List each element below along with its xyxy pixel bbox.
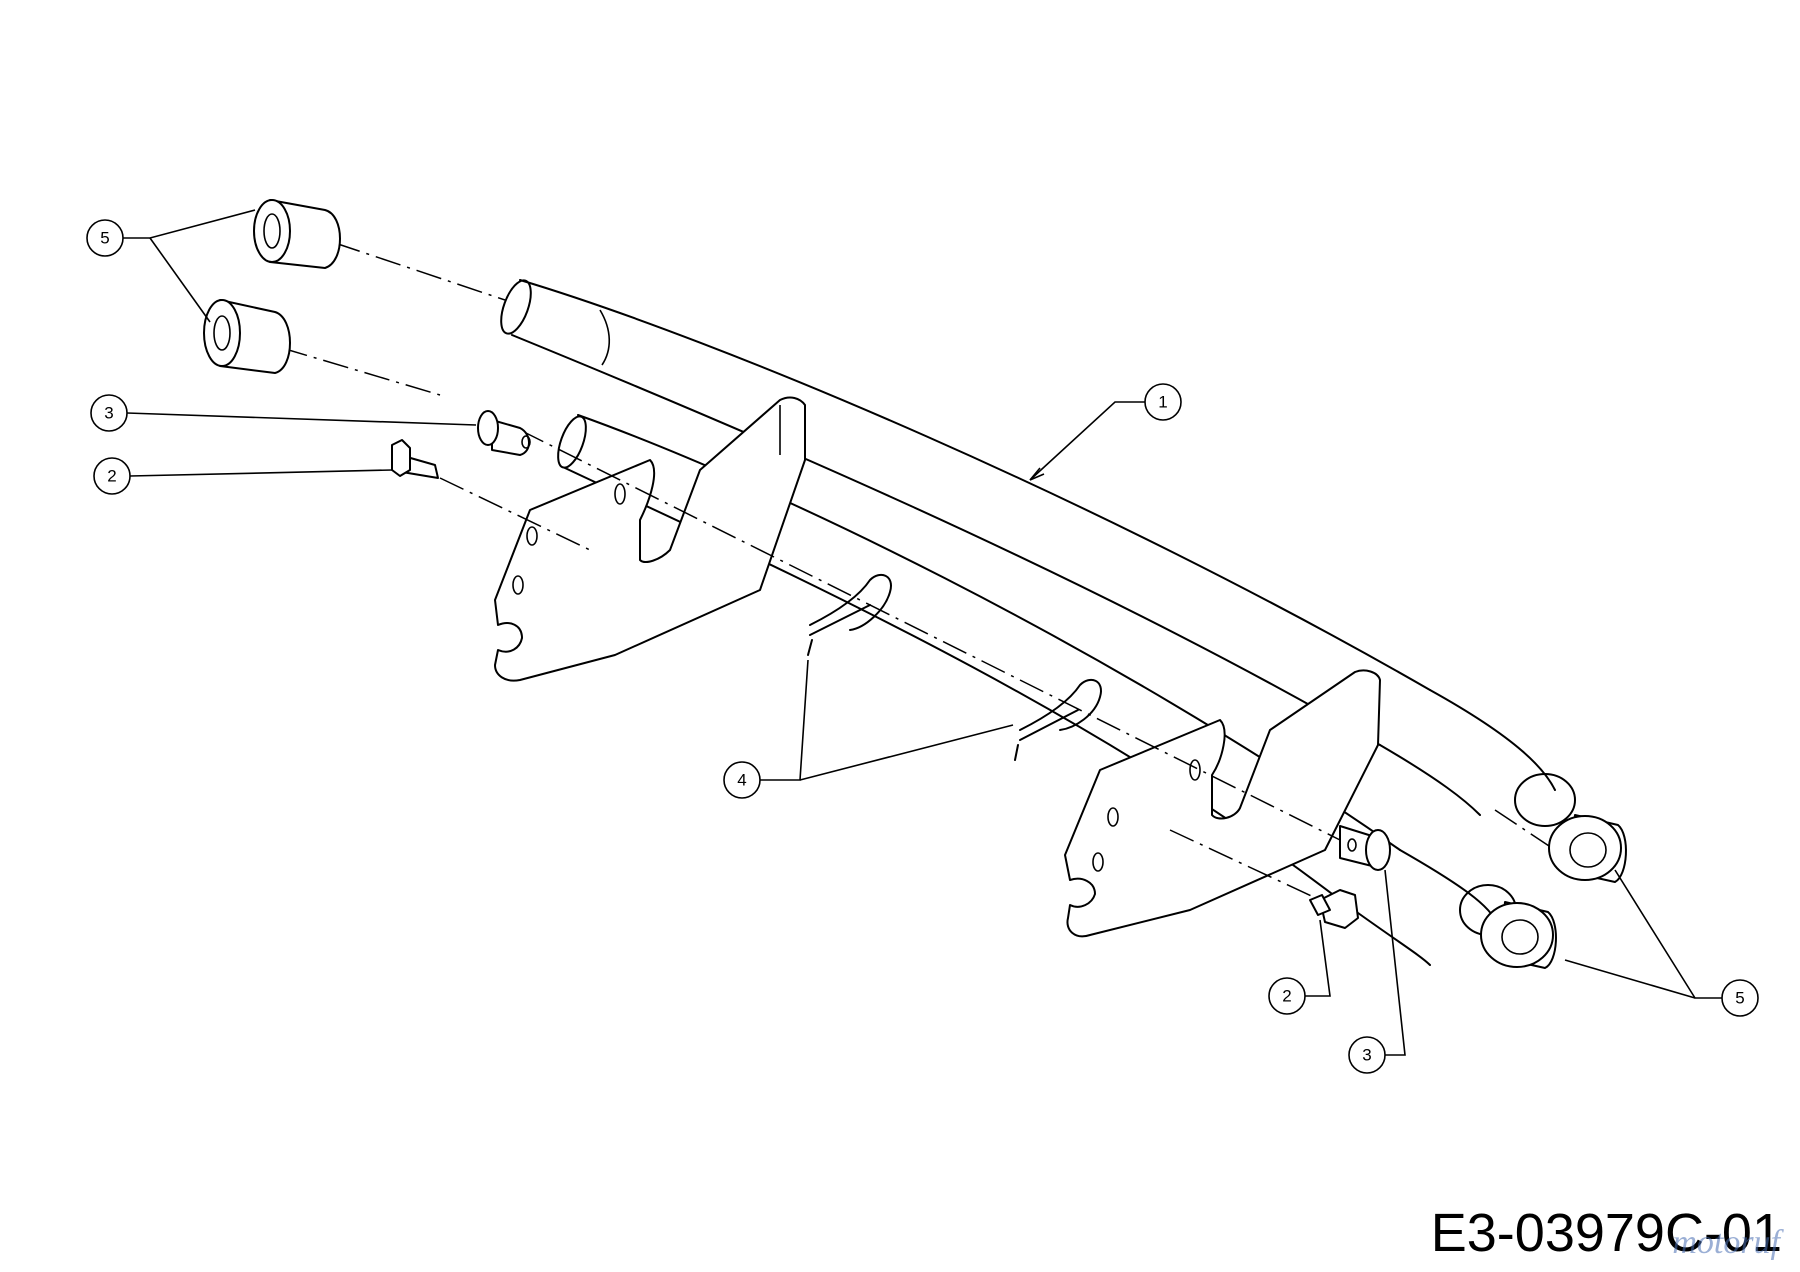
svg-text:3: 3 [1362,1046,1371,1065]
callout-3-left: 3 [90,394,128,432]
svg-text:4: 4 [737,771,746,790]
svg-text:1: 1 [1158,393,1167,412]
part-5-cap-bottom [203,299,291,374]
part-1-upper-tube [500,279,1556,816]
centerline-bolt-right [1169,829,1321,901]
part-5-cap-top [253,199,341,269]
part-3-pin-left [477,410,531,456]
callout-5-left: 5 [86,219,124,257]
right-bracket [1064,669,1381,938]
svg-text:3: 3 [104,404,113,423]
centerline-right-caps [1494,809,1571,861]
leader-lines [123,209,1722,1056]
watermark-logo: motoruf [1672,1224,1780,1261]
svg-text:5: 5 [1735,989,1744,1008]
svg-text:2: 2 [107,467,116,486]
part-3-pin-right [1339,825,1391,871]
part-4-clip-left [807,573,892,656]
callout-2-right: 2 [1268,977,1306,1015]
centerline-upper-cap [334,242,506,301]
drawing-number: E3-03979C-01 [1430,1203,1782,1263]
part-5-cap-right-upper [1548,814,1627,883]
part-2-bolt-right [1309,889,1359,929]
svg-text:5: 5 [100,229,109,248]
callout-1: 1 [1144,383,1182,421]
centerline-bolt-left [439,477,591,551]
callout-5-right: 5 [1721,979,1759,1017]
part-2-bolt-left [391,439,439,479]
left-bracket [494,396,806,682]
part-4-clip-right [1014,678,1102,761]
svg-text:2: 2 [1282,987,1291,1006]
centerline-lower-cap [281,347,441,396]
tube-end-upper [1514,773,1576,827]
callout-4: 4 [723,761,761,799]
callout-2-left: 2 [93,457,131,495]
part-5-cap-right-lower [1480,901,1557,969]
centerline-pin [519,429,1341,841]
callout-3-right: 3 [1348,1036,1386,1074]
